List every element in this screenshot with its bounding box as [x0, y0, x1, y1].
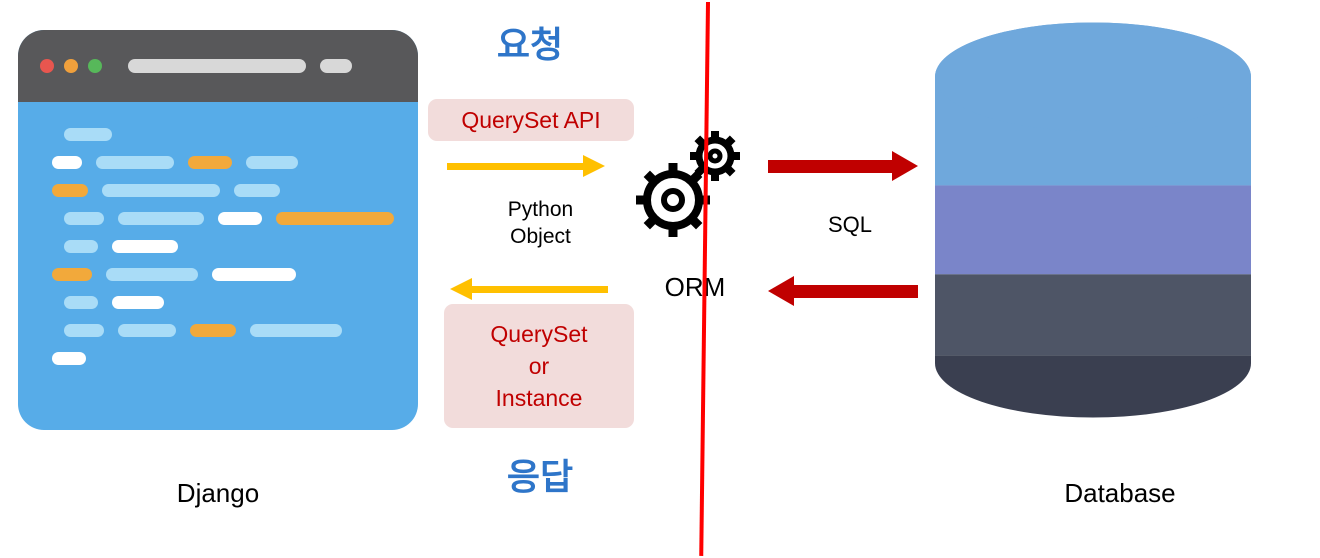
python-object-label: Python Object — [468, 196, 613, 251]
code-line — [52, 128, 418, 141]
code-lines — [18, 102, 418, 365]
django-label: Django — [176, 478, 260, 508]
sql-label: SQL — [827, 212, 873, 237]
code-segment — [96, 156, 174, 169]
python-object-line2: Object — [510, 225, 571, 249]
response-arrow-shaft — [472, 285, 608, 293]
sql-request-arrow — [768, 151, 918, 181]
code-segment — [246, 156, 298, 169]
code-segment — [64, 212, 104, 225]
code-segment — [106, 268, 198, 281]
gear-icon — [636, 131, 740, 237]
sql-response-arrowhead-icon — [768, 276, 794, 306]
window-dot — [88, 59, 102, 73]
window-header — [18, 30, 418, 102]
queryset-instance-line1: QuerySet — [490, 320, 588, 347]
code-line — [52, 352, 418, 365]
request-arrowhead-icon — [583, 155, 605, 177]
sql-request-arrowhead-icon — [892, 151, 918, 181]
code-segment — [218, 212, 262, 225]
code-segment — [64, 128, 112, 141]
response-arrow — [450, 278, 608, 300]
queryset-instance-line3: Instance — [495, 385, 583, 412]
request-arrow — [447, 155, 605, 177]
sql-response-arrow — [768, 276, 918, 306]
window-small-bar — [320, 59, 352, 73]
code-segment — [52, 156, 82, 169]
code-segment — [234, 184, 280, 197]
code-segment — [112, 296, 164, 309]
code-segment — [52, 352, 86, 365]
code-line — [52, 212, 418, 225]
code-segment — [52, 268, 92, 281]
code-line — [52, 240, 418, 253]
python-object-line1: Python — [507, 198, 574, 221]
code-segment — [102, 184, 220, 197]
code-segment — [64, 324, 104, 337]
code-segment — [64, 296, 98, 309]
code-segment — [64, 240, 98, 253]
code-segment — [118, 324, 176, 337]
code-line — [52, 156, 418, 169]
database-cylinder-icon — [935, 22, 1251, 418]
sql-request-arrow-shaft — [768, 159, 892, 173]
queryset-api-box: QuerySet API — [428, 99, 634, 141]
code-segment — [190, 324, 236, 337]
window-dot — [40, 59, 54, 73]
window-dot — [64, 59, 78, 73]
request-arrow-shaft — [447, 162, 583, 170]
window-title-bar — [128, 59, 306, 73]
django-code-window — [18, 30, 418, 430]
code-segment — [112, 240, 178, 253]
code-line — [52, 324, 418, 337]
code-line — [52, 296, 418, 309]
window-traffic-light-dots — [40, 59, 112, 73]
code-line — [52, 268, 418, 281]
response-label: 응답 — [506, 456, 574, 497]
queryset-instance-box: QuerySet or Instance — [444, 304, 634, 428]
database-label: Database — [1064, 478, 1176, 508]
sql-response-arrow-shaft — [794, 284, 918, 298]
code-line — [52, 184, 418, 197]
code-segment — [250, 324, 342, 337]
code-segment — [212, 268, 296, 281]
code-segment — [276, 212, 394, 225]
orm-label: ORM — [664, 272, 726, 302]
queryset-api-label: QuerySet API — [461, 106, 601, 133]
code-segment — [118, 212, 204, 225]
response-arrowhead-icon — [450, 278, 472, 300]
code-segment — [188, 156, 232, 169]
code-segment — [52, 184, 88, 197]
queryset-instance-line2: or — [528, 352, 550, 379]
request-label: 요청 — [496, 24, 564, 65]
